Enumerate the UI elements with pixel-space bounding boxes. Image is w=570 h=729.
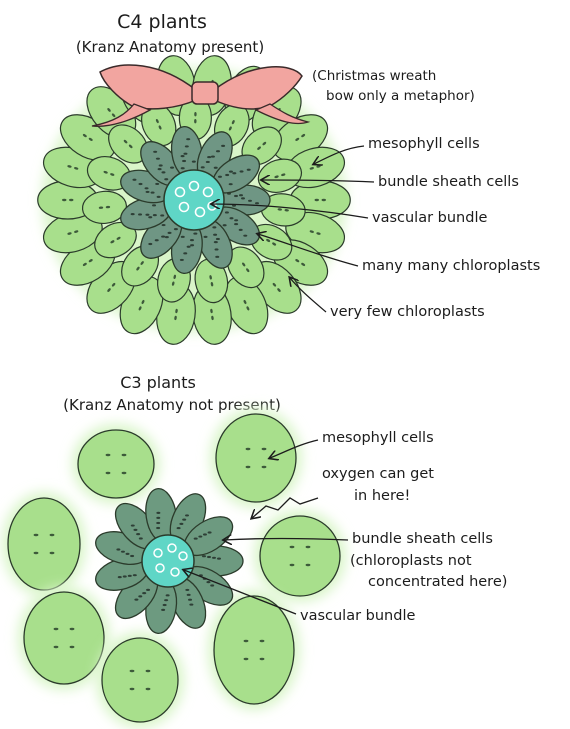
c4-arrow-vascular (212, 204, 369, 219)
c4-mesophyll-cell (226, 246, 265, 289)
c4-arrow-mesophyll (314, 145, 365, 164)
c4-mesophyll-ring (37, 55, 351, 345)
c3-leader-lines (184, 439, 349, 615)
c3-mesophyll-cell (215, 413, 297, 503)
c3-label-vascular: vascular bundle (300, 608, 415, 624)
c4-leader-lines (212, 145, 375, 313)
c3-mesophyll-cells (2, 408, 346, 728)
c4-bow-note-line1: (Christmas wreath (312, 68, 436, 84)
c3-arrow-oxygen (252, 497, 319, 518)
c4-mesophyll-cell (81, 190, 128, 225)
c3-mesophyll-cell (7, 497, 81, 591)
c3-arrow-vascular (184, 570, 297, 615)
c4-title: C4 plants (117, 11, 207, 33)
c4-wreath (37, 55, 351, 345)
c4-bow-note-line2: bow only a metaphor) (326, 88, 475, 104)
bow-decoration (91, 64, 311, 127)
c3-subtitle: (Kranz Anatomy not present) (63, 396, 281, 414)
c4-label-vascular: vascular bundle (372, 210, 487, 226)
c3-bundle-sheath-ring (95, 488, 244, 634)
c3-arrow-mesophyll (270, 439, 319, 458)
c4-bundle-sheath-ring (120, 126, 271, 274)
c3-mesophyll-cell (259, 515, 341, 597)
c3-label-oxygen-line2: in here! (354, 488, 410, 504)
c3-label-note-line1: (chloroplasts not (350, 553, 472, 569)
c4-subtitle: (Kranz Anatomy present) (76, 38, 264, 56)
c3-title: C3 plants (120, 373, 196, 392)
c3-vascular-bundle (141, 534, 195, 588)
c4-label-many-chloroplasts: many many chloroplasts (362, 258, 540, 274)
c3-label-note-line2: concentrated here) (368, 574, 507, 590)
c4-arrow-few-chloroplasts (290, 278, 327, 313)
c4-label-mesophyll: mesophyll cells (368, 136, 480, 152)
c4-vascular-bundle (163, 169, 225, 231)
c3-mesophyll-cell (23, 591, 105, 685)
c3-label-oxygen-line1: oxygen can get (322, 466, 434, 482)
c3-mesophyll-cell (101, 637, 179, 723)
c4-label-few-chloroplasts: very few chloroplasts (330, 304, 485, 320)
c3-arrow-bundle-sheath (224, 539, 349, 541)
c4-label-bundle-sheath: bundle sheath cells (378, 174, 519, 190)
c3-mesophyll-cell (77, 429, 155, 499)
c4-arrow-bundle-sheath (262, 180, 375, 182)
c3-label-mesophyll: mesophyll cells (322, 430, 434, 446)
c3-label-bundle-sheath: bundle sheath cells (352, 531, 493, 547)
c4-arrow-many-chloroplasts (258, 234, 359, 267)
c3-mesophyll-cell (213, 595, 295, 705)
